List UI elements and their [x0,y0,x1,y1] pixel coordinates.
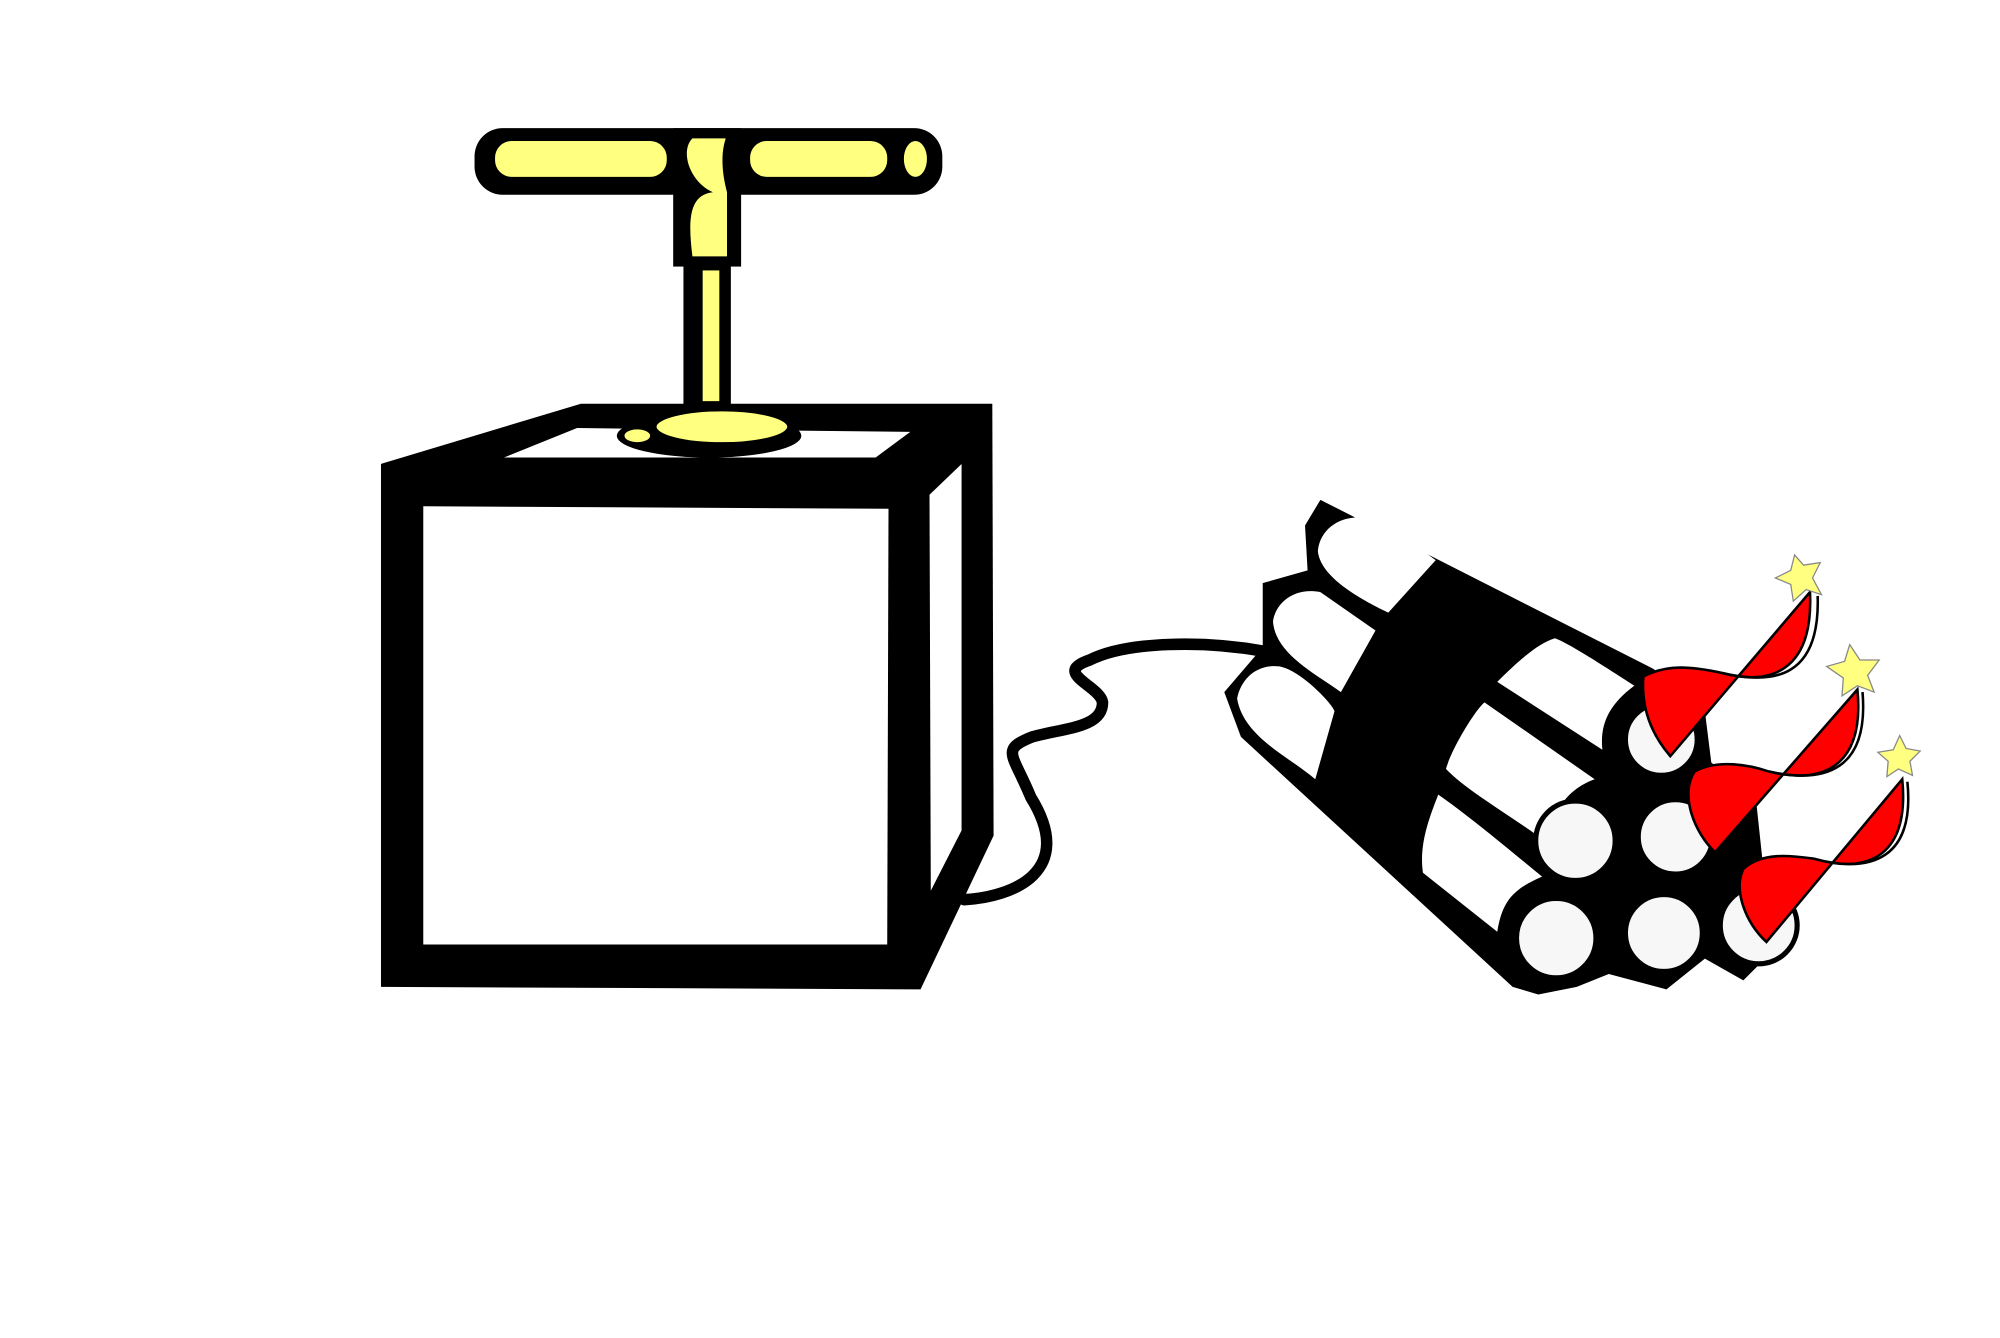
dynamite-stick [1272,591,1376,693]
plunger-base [653,408,790,445]
handle-end-cap [903,140,927,177]
dynamite-stick [1237,666,1335,780]
fuses [1641,553,1922,944]
spark-icon [1773,553,1823,603]
spark-icon [1825,643,1881,698]
stick-end [1622,891,1705,975]
plunger [474,128,943,458]
handle-right [750,140,888,177]
dynamite-stick [1497,638,1635,750]
stick-end [1513,895,1599,981]
handle-center [686,138,728,257]
fuse [1738,776,1905,944]
plunger-shaft [702,270,720,402]
fuse [1687,686,1860,855]
wire [958,638,1269,906]
box-side-face [929,463,962,891]
dynamite-bundle [1224,499,1800,995]
handle-left [495,140,667,177]
spark-icon [1876,734,1922,778]
dynamite-stick [1422,794,1543,932]
box-front-face [423,506,889,945]
dynamite-stick [1317,517,1436,613]
detonator-box [380,403,994,990]
stick-end [1533,798,1618,884]
